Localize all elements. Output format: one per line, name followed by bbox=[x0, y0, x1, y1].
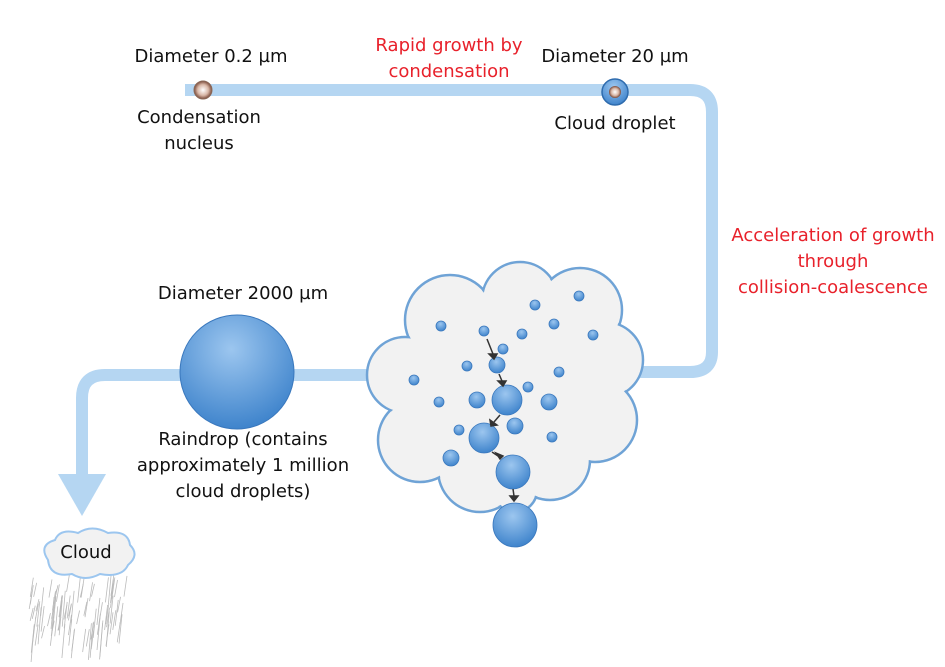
droplet bbox=[588, 330, 598, 340]
droplet bbox=[409, 375, 419, 385]
rain-streak bbox=[49, 579, 52, 597]
coalescence-process-label: Acceleration of growth through collision… bbox=[731, 223, 934, 301]
droplet bbox=[517, 329, 527, 339]
label-line: collision-coalescence bbox=[731, 275, 934, 301]
droplet bbox=[492, 385, 522, 415]
droplet-diameter-label: Diameter 20 µm bbox=[541, 44, 688, 70]
droplet-nucleus bbox=[609, 86, 621, 98]
droplet bbox=[443, 450, 459, 466]
label-line: nucleus bbox=[137, 131, 261, 157]
condensation-nucleus bbox=[194, 81, 212, 99]
label-line: Acceleration of growth bbox=[731, 223, 934, 249]
rain-streak bbox=[32, 606, 35, 619]
rain-streak bbox=[100, 620, 103, 656]
droplet bbox=[541, 394, 557, 410]
droplet bbox=[469, 392, 485, 408]
rain-streak bbox=[77, 610, 80, 624]
nucleus-diameter-label: Diameter 0.2 µm bbox=[134, 44, 287, 70]
droplet bbox=[462, 361, 472, 371]
label-line: Condensation bbox=[137, 105, 261, 131]
nucleus-name-label: Condensation nucleus bbox=[137, 105, 261, 157]
rain-streak bbox=[62, 624, 65, 658]
droplet bbox=[547, 432, 557, 442]
label-line: Raindrop (contains bbox=[137, 427, 349, 453]
path-arrowhead bbox=[58, 474, 106, 516]
rain-streak bbox=[30, 608, 33, 621]
droplet bbox=[489, 357, 505, 373]
droplet bbox=[496, 455, 530, 489]
rain-streak bbox=[35, 625, 38, 646]
rain-streak bbox=[34, 583, 37, 597]
rain-streak bbox=[42, 626, 45, 638]
raindrop-name-label: Raindrop (contains approximately 1 milli… bbox=[137, 427, 349, 505]
raindrop bbox=[180, 315, 294, 429]
label-line: approximately 1 million bbox=[137, 453, 349, 479]
label-line: through bbox=[731, 249, 934, 275]
rain-streak bbox=[47, 613, 50, 626]
droplet bbox=[493, 503, 537, 547]
rain-streak bbox=[67, 573, 70, 591]
rain-streak bbox=[78, 575, 81, 603]
rain-streak bbox=[71, 591, 74, 623]
label-line: cloud droplets) bbox=[137, 479, 349, 505]
rain-streak bbox=[114, 580, 117, 597]
droplet bbox=[434, 397, 444, 407]
droplet-name-label: Cloud droplet bbox=[554, 111, 675, 137]
rain-streak bbox=[86, 629, 89, 646]
droplet bbox=[479, 326, 489, 336]
label-line: condensation bbox=[375, 59, 522, 85]
droplet bbox=[554, 367, 564, 377]
rain-streak bbox=[31, 626, 34, 662]
label-line: Rapid growth by bbox=[375, 33, 522, 59]
rain-streak bbox=[124, 576, 127, 597]
droplet bbox=[523, 382, 533, 392]
rain-streak bbox=[88, 623, 91, 660]
droplet bbox=[498, 344, 508, 354]
rain-streak bbox=[83, 629, 86, 652]
rain-streak bbox=[90, 582, 93, 601]
condensation-process-label: Rapid growth by condensation bbox=[375, 33, 522, 85]
rain-streak bbox=[71, 630, 74, 658]
droplet bbox=[549, 319, 559, 329]
droplet bbox=[507, 418, 523, 434]
droplet bbox=[574, 291, 584, 301]
rain-streak bbox=[55, 606, 58, 636]
droplet bbox=[530, 300, 540, 310]
droplet bbox=[454, 425, 464, 435]
rain-streak bbox=[105, 577, 108, 602]
rain-cloud-label: Cloud bbox=[60, 540, 111, 566]
droplet bbox=[469, 423, 499, 453]
droplet bbox=[436, 321, 446, 331]
raindrop-diameter-label: Diameter 2000 µm bbox=[158, 281, 328, 307]
